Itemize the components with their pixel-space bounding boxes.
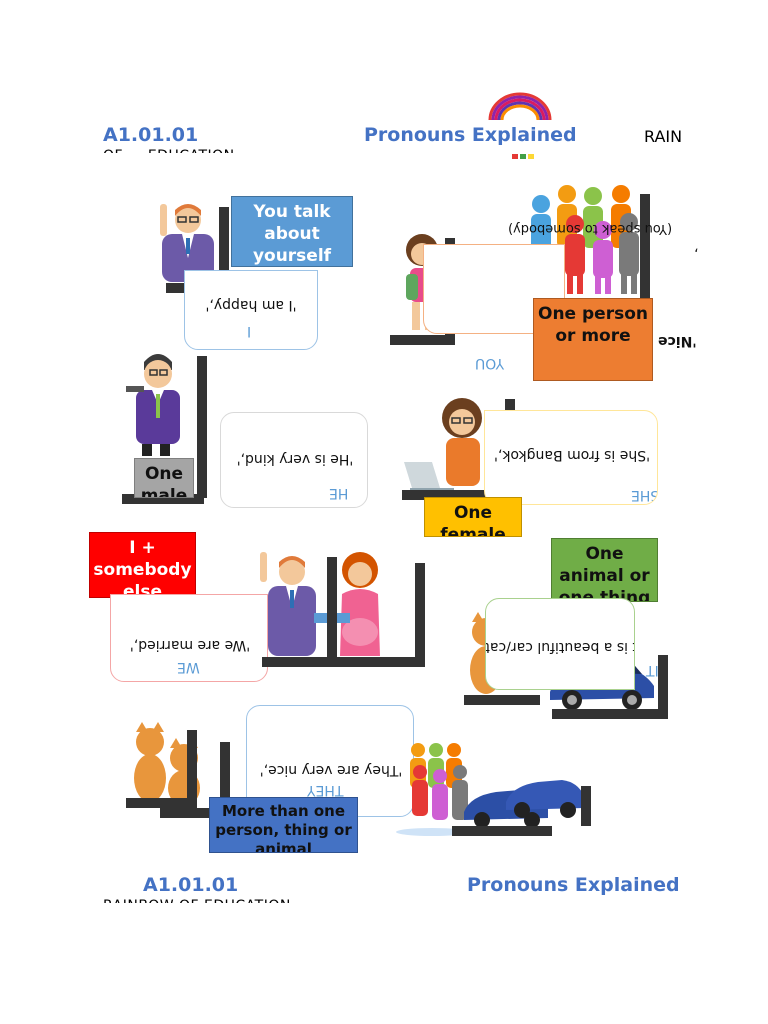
section-bar: [187, 730, 197, 808]
woman-laptop-icon: [404, 398, 482, 493]
section-bar: [415, 563, 425, 665]
box-one-person-or-more: One person or more: [533, 298, 653, 381]
header-brand-fragment: RAIN: [644, 127, 683, 146]
box-i-plus-somebody-else: I + somebody else: [89, 532, 196, 598]
example-card-it: 'It is a beautiful car/cat,': [485, 598, 635, 690]
example-they: 'They are very nice,': [259, 762, 403, 778]
section-bar: [552, 709, 668, 719]
car-icon: [464, 780, 584, 828]
example-he: 'He is very kind,': [236, 451, 354, 467]
section-bar: [505, 399, 515, 413]
pronoun-you: YOU: [475, 355, 505, 371]
section-bar: [197, 356, 207, 498]
footer-title: Pronouns Explained: [467, 874, 680, 896]
box-one-female: One female: [424, 497, 522, 537]
example-card-she: 'She is from Bangkok,' SHE: [484, 410, 658, 505]
box-you-talk-about-yourself: You talk about yourself: [231, 196, 353, 267]
pronoun-they: THEY: [307, 782, 344, 798]
example-you: 'Nice: [658, 333, 697, 349]
section-bar: [390, 335, 455, 345]
example-it: 'It is a beautiful car/cat,': [486, 639, 634, 655]
section-bar: [402, 490, 492, 500]
pronoun-i: I: [247, 323, 252, 339]
pronoun-we: WE: [177, 659, 200, 675]
example-card-we: 'We are married,' WE: [110, 594, 268, 682]
section-bar: [262, 657, 425, 667]
section-bar: [160, 808, 230, 818]
header-title: Pronouns Explained: [364, 124, 577, 146]
example-we: 'We are married,': [129, 637, 251, 653]
header-clipped-line: OF ... EDUCATION: [103, 146, 293, 153]
section-bar: [122, 494, 204, 504]
header-code: A1.01.01: [103, 124, 199, 146]
pronoun-she: SHE: [631, 487, 658, 503]
comma-you: ,: [694, 246, 699, 262]
example-card-he: 'He is very kind,' HE: [220, 412, 368, 508]
section-bar: [581, 786, 591, 826]
pronoun-it: IT: [646, 662, 659, 678]
pronoun-he: HE: [329, 485, 349, 501]
footer-clipped-line: RAINBOW OF EDUCATION: [103, 896, 333, 903]
box-one-animal-or-one-thing: One animal or one thing: [551, 538, 658, 602]
rainbow-logo: [488, 92, 552, 159]
businessman-icon: [126, 354, 180, 456]
note-you: (You speak to somebody): [508, 221, 673, 236]
footer-code: A1.01.01: [143, 874, 239, 896]
section-bar: [464, 695, 540, 705]
section-bar: [327, 557, 337, 665]
box-more-than-one: More than one person, thing or animal: [209, 797, 358, 853]
box-one-male: One male: [134, 458, 194, 498]
example-i: 'I am happy,': [205, 297, 297, 313]
section-bar: [219, 207, 229, 277]
section-bar: [126, 798, 196, 808]
people-group-icon: [396, 743, 468, 836]
example-card-i: 'I am happy,' I: [184, 270, 318, 350]
section-bar: [452, 826, 552, 836]
section-bar: [220, 742, 230, 802]
couple-icon: [260, 552, 380, 656]
example-she: 'She is from Bangkok,': [494, 447, 650, 463]
section-bar: [640, 194, 650, 379]
section-bar: [658, 655, 668, 719]
